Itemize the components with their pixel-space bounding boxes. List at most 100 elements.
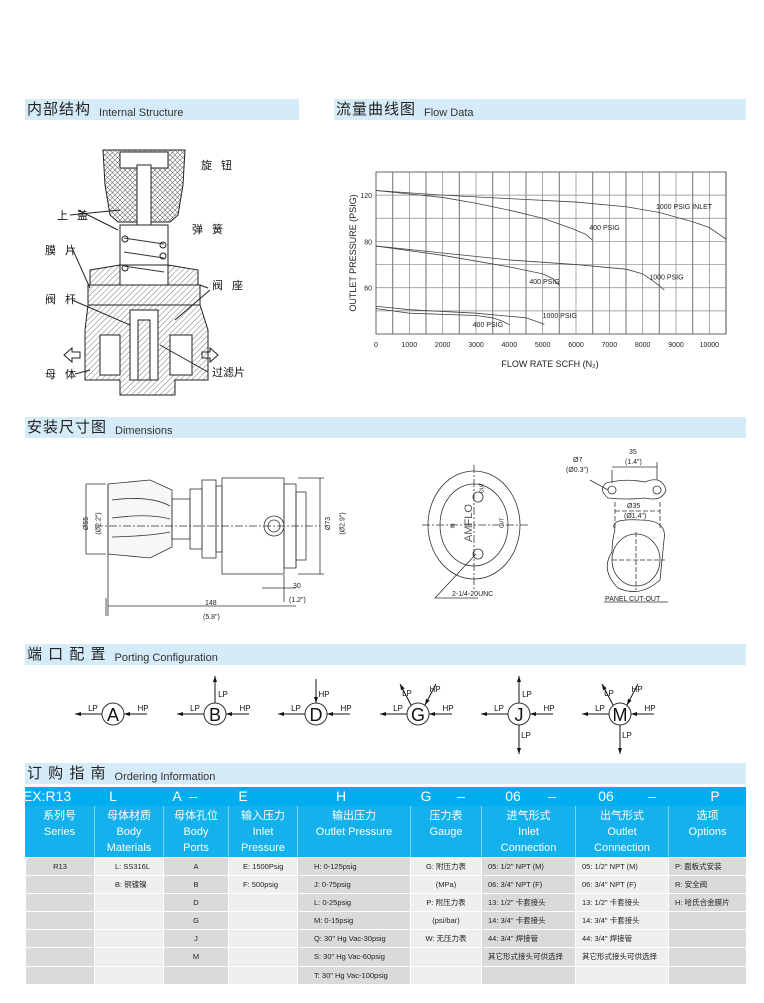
series-label: 1000 PSIG [543,313,577,320]
port-top-right-label: HP [429,685,440,694]
label-diaphragm: 膜 片 [45,245,80,257]
x-tick-label: 5000 [535,342,551,349]
table-cell [26,894,94,913]
table-cell: 13: 1/2" 卡套接头 [482,894,575,913]
table-cell [26,876,94,895]
arrow-icon [618,748,622,754]
table-cell: B [164,876,228,895]
port-hp-label: HP [239,704,250,713]
arrow-icon [481,712,487,716]
table-cell: J: 0-75psig [298,876,410,895]
x-axis-label: FLOW RATE SCFH (N₂) [501,359,598,369]
section-title-en: Dimensions [115,425,173,437]
label-bonnet: 上 盖 [57,210,92,222]
section-title-zh: 端 口 配 置 [27,646,107,663]
table-cell: R: 安全阀 [669,876,746,895]
label-knob: 旋 钮 [201,160,236,172]
arrow-icon [75,712,81,716]
y-tick-label: 120 [360,193,372,200]
column-header: 母体孔位 Body Ports [163,806,228,857]
column-header-en: Options [688,826,727,838]
table-cell: 44: 3/4" 焊接管 [482,930,575,949]
arrow-icon [425,698,430,705]
table-cell: J [164,930,228,949]
table-cell: D [164,894,228,913]
table-cell [576,966,668,985]
series-line [375,245,665,291]
dim-d73: Ø73 [325,516,333,531]
dim-d35: Ø35 [627,503,641,510]
table-cell: S: 30" Hg Vac-60psig [298,948,410,967]
port-lp-label: LP [291,704,301,713]
table-cell: B: 铜镀镍 [95,876,163,895]
table-cell: 14: 3/4" 卡套接头 [576,912,668,931]
dim-d55: Ø55 [83,516,91,531]
table-cell [482,966,575,985]
arrow-icon [177,712,183,716]
column-header-zh: 母体孔位 [174,810,218,822]
arrow-icon [602,684,607,691]
column-header: 选项 Options [668,806,746,857]
series-line [375,308,510,326]
code-segment: A [172,788,182,804]
table-cell [164,966,228,985]
table-cell: Q: 30" Hg Vac-30psig [298,930,410,949]
table-cell: P: 附压力表 [411,894,481,913]
port-hp-label: HP [543,704,554,713]
table-cell: L: 0-25psig [298,894,410,913]
arrow-icon [517,676,521,682]
section-title-en: Internal Structure [99,107,184,119]
series-line [375,190,727,240]
table-cell [95,948,163,967]
x-tick-label: 1000 [402,342,418,349]
port-letter: D [310,705,323,725]
column-header-en: Inlet Connection [500,826,557,854]
port-lp-label: LP [190,704,200,713]
table-cell [411,966,481,985]
code-segment: H [335,788,347,804]
section-title-en: Porting Configuration [114,652,218,664]
table-cell [229,894,297,913]
table-cell: 14: 3/4" 卡套接头 [482,912,575,931]
column-header-zh: 输入压力 [241,810,285,822]
port-letter: M [613,705,628,725]
label-filter: 过滤片 [212,367,245,379]
table-cell [411,948,481,967]
section-header-porting: 端 口 配 置 Porting Configuration [25,644,746,665]
column-header-zh: 压力表 [429,810,463,822]
table-cell [26,930,94,949]
dim-d73-in: (Ø2.9") [339,512,347,535]
table-column: 05: 1/2" NPT (M)06: 3/4" NPT (F)13: 1/2"… [575,858,668,985]
code-segment: EX:R13 [22,788,72,804]
port-hp-label: HP [442,704,453,713]
x-tick-label: 8000 [635,342,651,349]
dim-thread: 2-1/4-20UNC [452,591,494,598]
code-segment: 06 [598,788,614,804]
dim-d7-in: (Ø0.3") [566,467,589,474]
port-letter: G [411,705,425,725]
column-header-zh: 系列号 [43,810,76,822]
arrow-icon [631,712,637,716]
table-cell [95,966,163,985]
x-tick-label: 0 [374,342,378,349]
column-header-zh: 选项 [696,810,719,822]
column-header-en: Body Ports [183,826,209,854]
port-bottom-label: LP [622,731,632,740]
table-cell: L: SS316L [95,858,163,877]
arrow-icon [517,748,521,754]
label-stem: 阀 杆 [45,294,80,306]
port-lp-label: LP [393,704,403,713]
code-segment: E [238,788,248,804]
table-cell: H: 0-125psig [298,858,410,877]
table-cell [229,912,297,931]
arrow-icon [627,698,632,705]
arrow-icon [582,712,588,716]
table-cell [229,966,297,985]
port-lp-label: LP [494,704,504,713]
